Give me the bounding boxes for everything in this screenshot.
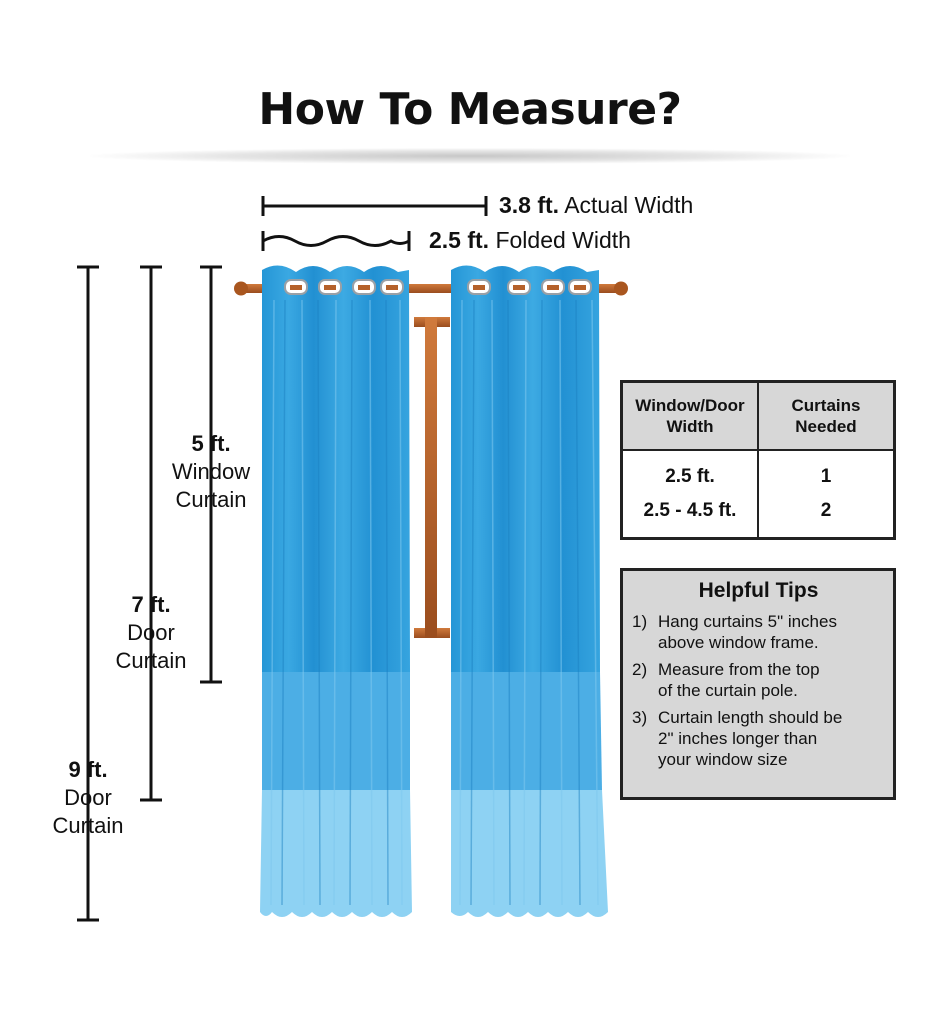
tip-text: Hang curtains 5" inches above window fra… <box>658 611 837 653</box>
table-header-row: Window/Door Width Curtains Needed <box>620 380 896 452</box>
title-shadow <box>90 148 850 164</box>
actual-width-label: 3.8 ft. Actual Width <box>499 192 693 219</box>
height-text-5ft-line1: Window <box>171 459 251 484</box>
curtains-needed-table: Window/Door Width Curtains Needed 2.5 ft… <box>620 380 896 540</box>
height-value-9ft: 9 ft. <box>68 757 108 782</box>
height-line-5ft <box>200 265 222 684</box>
tip-number: 2) <box>632 660 648 679</box>
tip-text-line: 2" inches longer than <box>658 729 818 748</box>
window-frame <box>414 317 450 638</box>
helpful-tips-title: Helpful Tips <box>698 579 819 602</box>
height-text-7ft-line2: Curtain <box>115 648 187 673</box>
actual-width-value: 3.8 ft. <box>499 192 560 218</box>
folded-width-text: Folded Width <box>495 227 631 253</box>
tip-number: 3) <box>632 708 648 727</box>
height-label-7ft: 7 ft. Door Curtain <box>96 591 206 675</box>
right-curtain <box>451 265 608 917</box>
tip-text-line: your window size <box>658 750 788 769</box>
table-header-curtains: Curtains Needed <box>757 380 896 452</box>
actual-width-line <box>261 196 488 216</box>
height-text-7ft-line1: Door <box>127 620 175 645</box>
table-cell-width: 2.5 - 4.5 ft. <box>620 493 759 539</box>
height-text-9ft-line1: Door <box>64 785 112 810</box>
height-label-5ft: 5 ft. Window Curtain <box>156 430 266 514</box>
left-curtain <box>260 265 412 917</box>
tip-number: 1) <box>632 612 648 631</box>
tip-item: 1) Hang curtains 5" inches above window … <box>632 611 885 653</box>
height-line-9ft <box>77 265 99 922</box>
tip-text: Measure from the top of the curtain pole… <box>658 659 820 701</box>
folded-width-value: 2.5 ft. <box>429 227 490 253</box>
height-value-7ft: 7 ft. <box>131 592 171 617</box>
table-cell-count: 1 <box>757 450 896 494</box>
height-text-9ft-line2: Curtain <box>52 813 124 838</box>
height-text-5ft-line2: Curtain <box>175 487 247 512</box>
tip-item: 2) Measure from the top of the curtain p… <box>632 659 885 701</box>
height-value-5ft: 5 ft. <box>191 431 231 456</box>
height-line-7ft <box>140 265 162 802</box>
table-row: 2.5 ft. 1 <box>620 450 896 494</box>
tip-text: Curtain length should be 2" inches longe… <box>658 707 842 770</box>
tip-text-line: above window frame. <box>658 633 819 652</box>
actual-width-text: Actual Width <box>564 192 694 218</box>
tip-text-line: of the curtain pole. <box>658 681 798 700</box>
folded-width-line <box>261 231 411 251</box>
tip-item: 3) Curtain length should be 2" inches lo… <box>632 707 885 770</box>
tip-text-line: Hang curtains 5" inches <box>658 612 837 631</box>
page-title: How To Measure? <box>258 84 682 135</box>
folded-width-label: 2.5 ft. Folded Width <box>429 227 631 254</box>
height-label-9ft: 9 ft. Door Curtain <box>33 756 143 840</box>
helpful-tips-box: Helpful Tips 1) Hang curtains 5" inches … <box>620 568 896 800</box>
table-cell-width: 2.5 ft. <box>620 450 759 494</box>
tip-text-line: Curtain length should be <box>658 708 843 727</box>
table-header-width: Window/Door Width <box>620 380 759 452</box>
tip-text-line: Measure from the top <box>658 660 820 679</box>
table-row: 2.5 - 4.5 ft. 2 <box>620 493 896 539</box>
table-cell-count: 2 <box>757 493 896 539</box>
